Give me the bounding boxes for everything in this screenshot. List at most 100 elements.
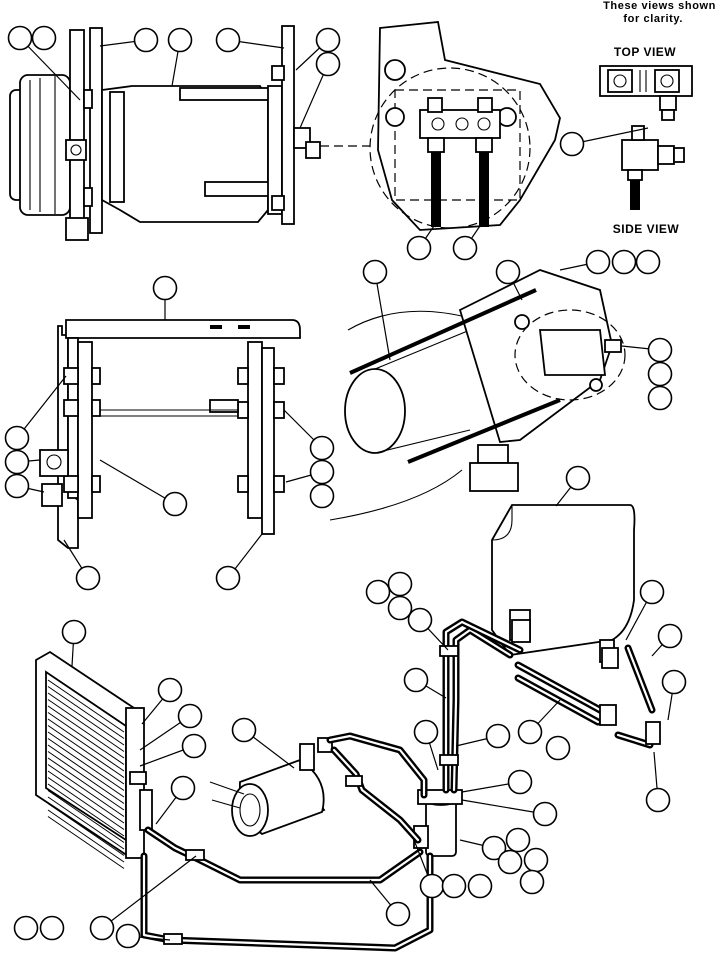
callout-bubble	[61, 619, 87, 645]
callout-bubble	[39, 915, 65, 941]
callout-bubble	[152, 275, 178, 301]
callout-bubble	[387, 595, 413, 621]
callout-bubble	[485, 723, 511, 749]
condenser-fin	[47, 809, 125, 863]
condenser-fin	[47, 679, 125, 733]
callout-bubble	[611, 249, 637, 275]
callout-bubble	[167, 27, 193, 53]
condenser-fin	[47, 705, 125, 759]
callout-bubble	[177, 703, 203, 729]
condenser-fin	[47, 686, 125, 739]
condenser-fin	[47, 764, 125, 817]
callout-bubble	[157, 677, 183, 703]
condenser-fin	[47, 699, 125, 752]
callout-bubble	[31, 25, 57, 51]
callout-leader-line	[16, 375, 67, 439]
callout-bubble	[89, 915, 115, 941]
callout-bubble	[115, 923, 141, 949]
callout-bubble	[645, 787, 671, 813]
callout-bubble	[497, 849, 523, 875]
callout-bubble	[639, 579, 665, 605]
callout-bubble	[452, 235, 478, 261]
callout-bubble	[545, 735, 571, 761]
callout-bubble	[4, 473, 30, 499]
callout-bubble	[215, 27, 241, 53]
callout-bubble	[4, 425, 30, 451]
callout-bubble	[635, 249, 661, 275]
condenser-fin	[47, 777, 125, 830]
callout-bubble	[133, 27, 159, 53]
compressor-mount-bracket	[39, 319, 301, 549]
condenser	[35, 650, 153, 869]
engine-belt-view	[329, 269, 626, 521]
compressor-side-view	[9, 25, 321, 241]
callout-bubble	[403, 667, 429, 693]
callout-leader-line	[571, 127, 649, 145]
callout-leader-line	[19, 37, 81, 101]
condenser-fin	[47, 751, 125, 804]
callout-bubble	[523, 847, 549, 873]
callout-bubble	[467, 873, 493, 899]
callout-bubble	[647, 385, 673, 411]
callout-bubble	[387, 571, 413, 597]
callout-group	[4, 25, 687, 949]
callout-bubble	[565, 465, 591, 491]
muffler-cylinder	[209, 737, 333, 837]
callout-bubble	[309, 435, 335, 461]
callout-bubble	[181, 733, 207, 759]
callout-bubble	[407, 607, 433, 633]
condenser-fin	[47, 712, 125, 765]
callout-bubble	[170, 775, 196, 801]
clarity-note-line2: for clarity.	[623, 13, 683, 25]
callout-bubble	[75, 565, 101, 591]
callout-bubble	[481, 835, 507, 861]
callout-bubble	[505, 827, 531, 853]
callout-bubble	[413, 719, 439, 745]
callout-bubble	[647, 337, 673, 363]
condenser-fin	[47, 725, 125, 778]
callout-leader-line	[99, 459, 176, 505]
condenser-fin	[47, 790, 125, 843]
condenser-fin	[47, 783, 125, 837]
callout-bubble	[315, 51, 341, 77]
top-view-label: TOP VIEW	[614, 45, 676, 59]
callout-bubble	[406, 235, 432, 261]
callout-bubble	[231, 717, 257, 743]
receiver-drier	[413, 789, 463, 857]
refrigerant-hoses	[129, 618, 661, 952]
callout-bubble	[385, 901, 411, 927]
callout-bubble	[362, 259, 388, 285]
callout-bubble	[315, 27, 341, 53]
manifold-top-view	[599, 65, 693, 121]
callout-leader-line	[101, 855, 197, 929]
condenser-fin	[47, 738, 125, 791]
manifold-side-view	[621, 125, 685, 210]
callout-bubble	[215, 565, 241, 591]
callout-bubble	[13, 915, 39, 941]
condenser-fin	[47, 757, 125, 811]
callout-bubble	[7, 25, 33, 51]
callout-bubble	[365, 579, 391, 605]
callout-bubble	[441, 873, 467, 899]
callout-leader-line	[461, 799, 546, 815]
callout-bubble	[661, 669, 687, 695]
callout-bubble	[657, 623, 683, 649]
callout-bubble	[647, 361, 673, 387]
condenser-fin	[47, 692, 125, 746]
callout-bubble	[519, 869, 545, 895]
callout-bubble	[309, 483, 335, 509]
condenser-fin	[47, 796, 125, 850]
clarity-note-line1: These views shown	[603, 0, 716, 12]
condenser-fin	[47, 770, 125, 824]
callout-bubble	[309, 459, 335, 485]
callout-bubble	[495, 259, 521, 285]
condenser-fin	[47, 718, 125, 772]
compressor-rear-view	[369, 21, 561, 231]
callout-bubble	[507, 769, 533, 795]
side-view-label: SIDE VIEW	[613, 222, 680, 236]
callout-bubble	[162, 491, 188, 517]
condenser-fin	[47, 803, 125, 856]
condenser-fin	[47, 744, 125, 798]
callout-bubble	[517, 719, 543, 745]
